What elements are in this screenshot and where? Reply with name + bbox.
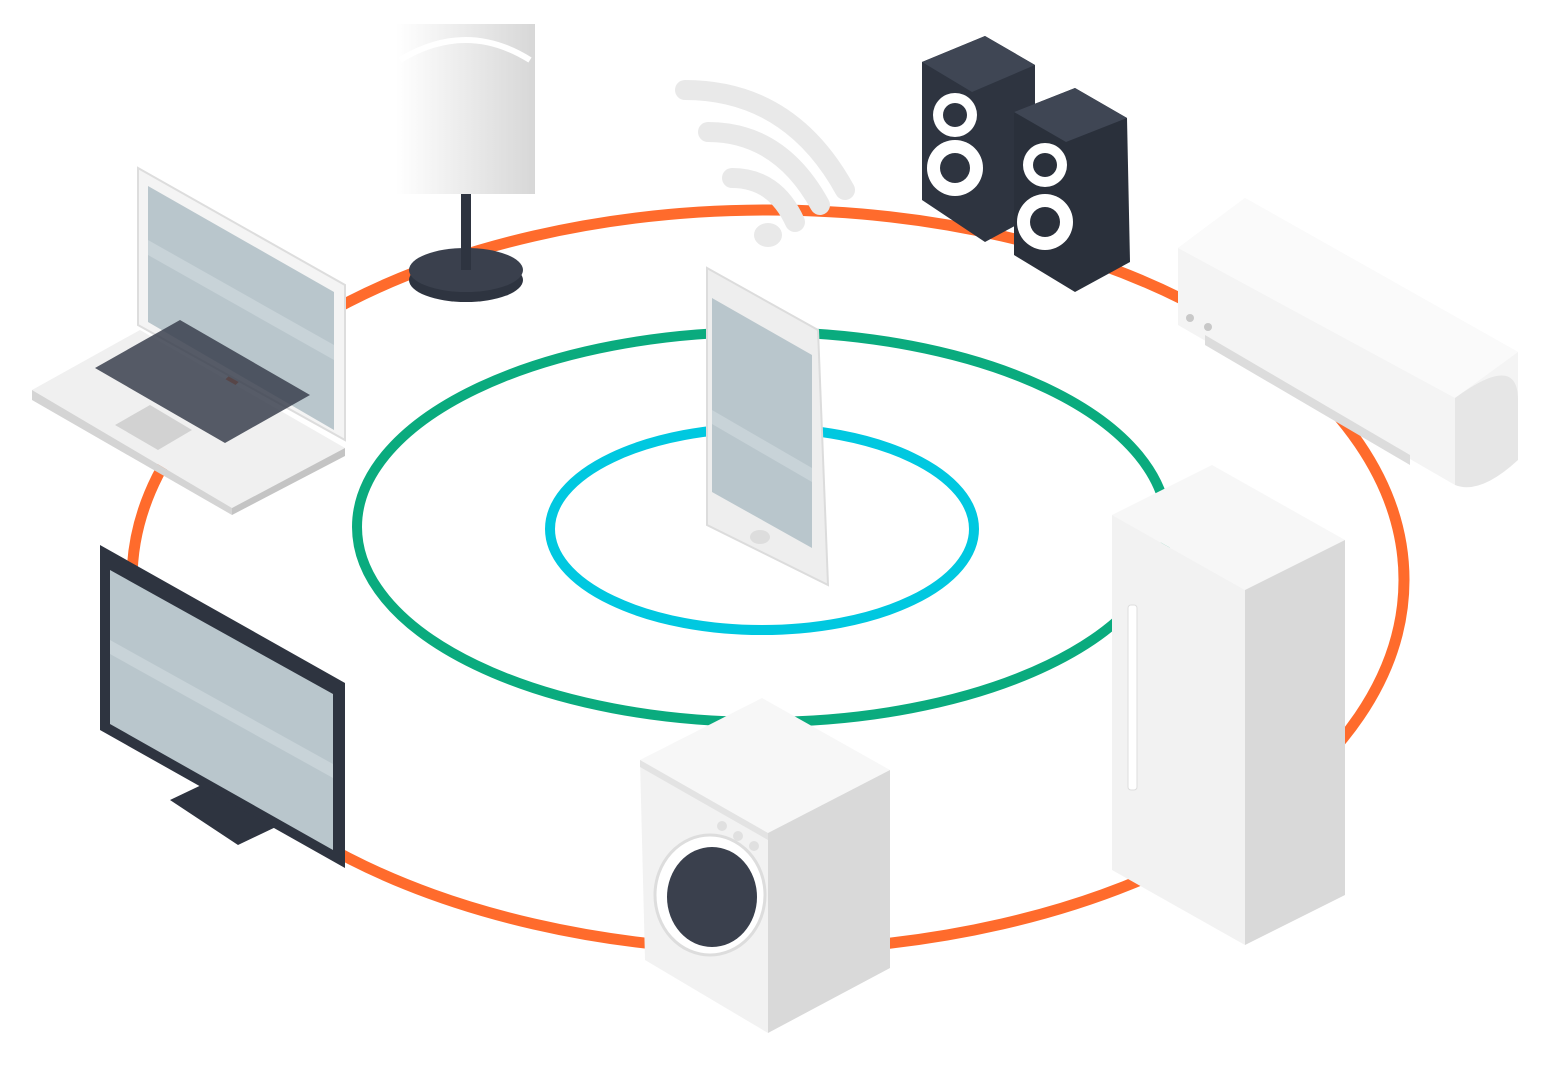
smartphone-device (706, 266, 830, 587)
tv-device (100, 545, 345, 868)
lamp-device (396, 24, 535, 302)
speakers-device (922, 36, 1130, 292)
wifi-icon (675, 80, 855, 247)
laptop-keyboard (95, 320, 310, 443)
refrigerator-device (1112, 465, 1345, 945)
air-conditioner-device (1178, 198, 1518, 488)
washing-machine-device (640, 698, 890, 1033)
laptop-device (32, 166, 346, 515)
